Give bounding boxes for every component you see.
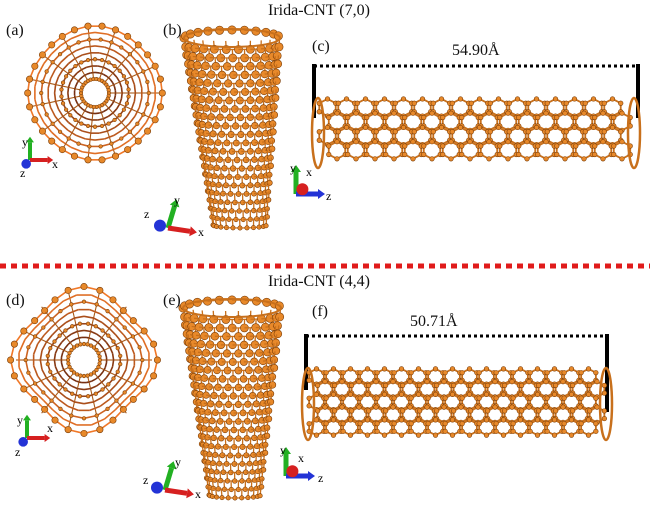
- x-axis-label: x: [52, 157, 58, 171]
- panel-f-axis-triad: y zx: [280, 443, 323, 485]
- panel-c-dimension: [312, 64, 640, 118]
- y-axis-label: y: [17, 413, 23, 427]
- panel-d-axis-triad: y x z: [15, 413, 53, 459]
- panel-c-tube-side-view: [310, 96, 642, 170]
- y-axis-label: y: [290, 161, 296, 175]
- y-axis-label: y: [280, 443, 286, 457]
- panel-f-tube-side-view: [300, 366, 614, 442]
- z-axis-label: z: [15, 445, 20, 459]
- panel-b-label: (b): [163, 22, 182, 39]
- panel-c-label: (c): [312, 38, 330, 55]
- panel-c-axis-triad: y zx: [290, 161, 331, 203]
- z-axis-label: z: [20, 166, 25, 180]
- z-axis-label: z: [143, 473, 148, 487]
- y-axis-label: y: [174, 193, 180, 207]
- panel-c-length-label: 54.90Å: [452, 42, 500, 59]
- x-axis-label: x: [47, 421, 53, 435]
- x-axis-label: x: [306, 165, 312, 179]
- panel-e-label: (e): [163, 292, 181, 309]
- panel-e-tube-perspective-view: [178, 295, 285, 501]
- y-axis-label: y: [175, 455, 181, 469]
- panel-e-axis-triad: y x z: [143, 455, 201, 501]
- bottom-section-title: Irida-CNT (4,4): [268, 273, 370, 290]
- panel-b-tube-perspective-view: [179, 25, 284, 231]
- panel-f-dimension: [304, 334, 609, 412]
- panel-d-label: (d): [6, 292, 25, 309]
- panel-f-label: (f): [312, 303, 328, 320]
- panel-b-axis-triad: y x z: [144, 193, 204, 239]
- panel-d-tube-end-view: [7, 283, 161, 437]
- z-axis-label: z: [144, 207, 149, 221]
- x-axis-label: x: [298, 451, 304, 465]
- panel-a-axis-triad: y x z: [20, 135, 58, 180]
- x-axis-label: x: [195, 487, 201, 501]
- x-axis-label: x: [198, 225, 204, 239]
- z-axis-label: z: [318, 471, 323, 485]
- top-section-title: Irida-CNT (7,0): [268, 2, 370, 19]
- z-axis-label: z: [326, 189, 331, 203]
- panel-a-tube-end-view: [24, 22, 166, 164]
- y-axis-label: y: [22, 135, 28, 149]
- panel-f-length-label: 50.71Å: [410, 313, 458, 330]
- panel-a-label: (a): [6, 22, 24, 39]
